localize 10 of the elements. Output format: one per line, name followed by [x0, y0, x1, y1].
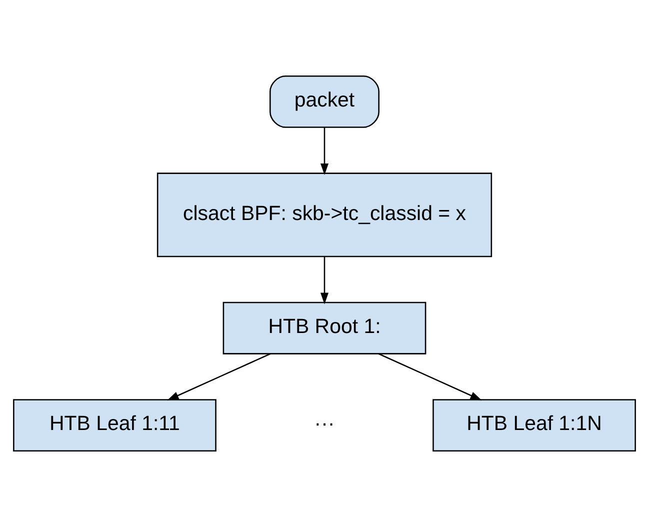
arrow	[167, 353, 271, 400]
label: ···	[314, 412, 335, 436]
arrow	[378, 353, 482, 400]
arrow	[320, 256, 329, 304]
node-box: HTB Leaf 1:1N	[432, 399, 636, 452]
node-box: clsact BPF: skb->tc_classid = x	[156, 172, 492, 258]
node-box: HTB Root 1:	[222, 302, 426, 354]
arrow	[320, 128, 329, 175]
node-box: packet	[270, 75, 380, 128]
node-box: HTB Leaf 1:11	[13, 399, 216, 452]
